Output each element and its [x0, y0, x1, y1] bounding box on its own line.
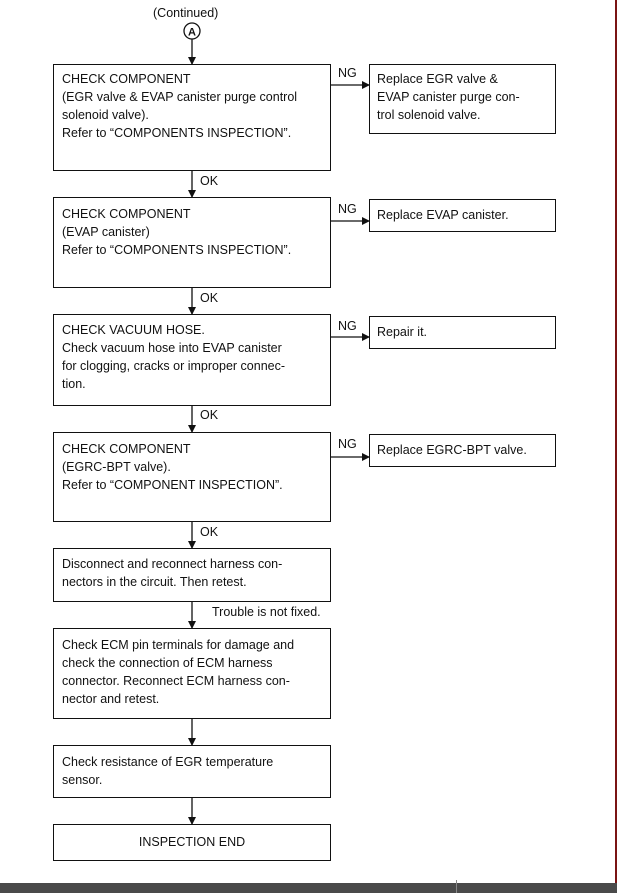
step-line: INSPECTION END — [138, 835, 246, 849]
ok-label: OK — [200, 174, 219, 188]
action-replace-evap-canister: Replace EVAP canister. — [369, 199, 556, 232]
action-replace-egrc-bpt-valve: Replace EGRC-BPT valve. — [369, 434, 556, 467]
step-check-vacuum-hose: CHECK VACUUM HOSE. Check vacuum hose int… — [53, 314, 331, 406]
step-line: connector. Reconnect ECM harness con- — [62, 674, 290, 688]
action-line: EVAP canister purge con- — [377, 90, 520, 104]
step-line: Refer to “COMPONENTS INSPECTION”. — [62, 126, 292, 140]
not-fixed-label: Trouble is not fixed. — [212, 605, 321, 619]
ok-label: OK — [200, 525, 219, 539]
action-repair-it: Repair it. — [369, 316, 556, 349]
step-line: Check ECM pin terminals for damage and — [62, 638, 295, 652]
action-line: Replace EVAP canister. — [377, 208, 509, 222]
step-check-egrc-bpt-valve: CHECK COMPONENT (EGRC-BPT valve). Refer … — [53, 432, 331, 522]
step-line: (EGR valve & EVAP canister purge control — [62, 90, 298, 104]
connector-a-letter: A — [188, 27, 196, 39]
bottom-divider — [456, 880, 457, 893]
action-line: Replace EGRC-BPT valve. — [377, 443, 527, 457]
step-line: check the connection of ECM harness — [62, 656, 273, 670]
bottom-bar — [0, 883, 617, 893]
action-line: trol solenoid valve. — [377, 108, 481, 122]
step-check-ecm-terminals: Check ECM pin terminals for damage and c… — [53, 628, 331, 719]
step-line: nector and retest. — [62, 692, 160, 706]
ng-label: NG — [338, 319, 357, 333]
step-line: Disconnect and reconnect harness con- — [62, 557, 283, 571]
step-line: (EVAP canister) — [62, 225, 150, 239]
step-check-evap-canister: CHECK COMPONENT (EVAP canister) Refer to… — [53, 197, 331, 288]
step-line: (EGRC-BPT valve). — [62, 460, 171, 474]
ng-label: NG — [338, 66, 357, 80]
step-line: for clogging, cracks or improper connec- — [62, 359, 286, 373]
ng-label: NG — [338, 202, 357, 216]
step-line: sensor. — [62, 773, 103, 787]
action-line: Replace EGR valve & — [377, 72, 498, 86]
step-line: nectors in the circuit. Then retest. — [62, 575, 247, 589]
action-replace-egr-valve: Replace EGR valve & EVAP canister purge … — [369, 64, 556, 134]
ok-label: OK — [200, 291, 219, 305]
step-inspection-end: INSPECTION END — [53, 824, 331, 861]
step-line: CHECK COMPONENT — [62, 72, 191, 86]
step-line: tion. — [62, 377, 86, 391]
step-reconnect-harness: Disconnect and reconnect harness con- ne… — [53, 548, 331, 602]
step-line: CHECK COMPONENT — [62, 207, 191, 221]
step-line: Refer to “COMPONENTS INSPECTION”. — [62, 243, 292, 257]
ng-label: NG — [338, 437, 357, 451]
step-check-egr-temp-sensor: Check resistance of EGR temperature sens… — [53, 745, 331, 798]
step-line: Check vacuum hose into EVAP canister — [62, 341, 282, 355]
step-check-egr-valve: CHECK COMPONENT (EGR valve & EVAP canist… — [53, 64, 331, 171]
step-line: solenoid valve). — [62, 108, 149, 122]
action-line: Repair it. — [377, 325, 428, 339]
continued-label: (Continued) — [153, 6, 219, 20]
step-line: CHECK VACUUM HOSE. — [62, 323, 205, 337]
ok-label: OK — [200, 408, 219, 422]
step-line: Refer to “COMPONENT INSPECTION”. — [62, 478, 283, 492]
step-line: CHECK COMPONENT — [62, 442, 191, 456]
step-line: Check resistance of EGR temperature — [62, 755, 274, 769]
